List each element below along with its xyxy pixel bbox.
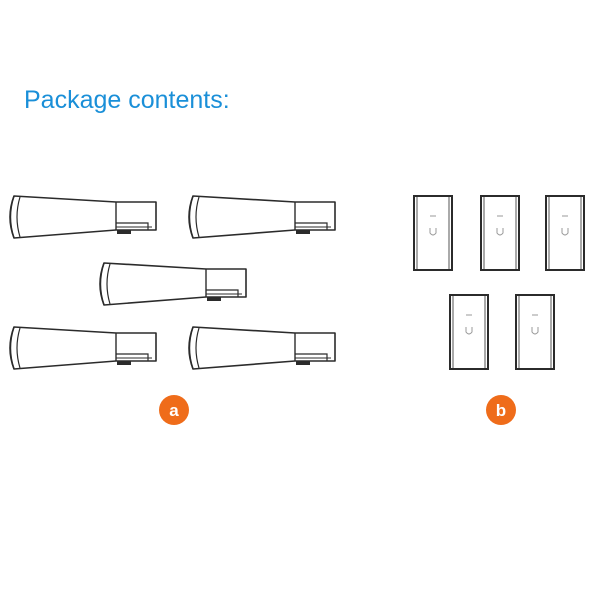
poe-adapter-icon (515, 294, 555, 370)
poe-adapter-group (413, 195, 585, 370)
antenna-icon (9, 195, 157, 239)
antenna-icon (188, 326, 336, 370)
item-label-badge: a (159, 395, 189, 425)
poe-adapter-icon (449, 294, 489, 370)
page-title: Package contents: (24, 86, 230, 114)
antenna-icon (9, 326, 157, 370)
item-label-badge: b (486, 395, 516, 425)
poe-adapter-icon (413, 195, 453, 271)
antenna-icon (188, 195, 336, 239)
antenna-icon (99, 262, 247, 306)
antenna-group (9, 195, 336, 370)
poe-adapter-icon (545, 195, 585, 271)
poe-adapter-icon (480, 195, 520, 271)
